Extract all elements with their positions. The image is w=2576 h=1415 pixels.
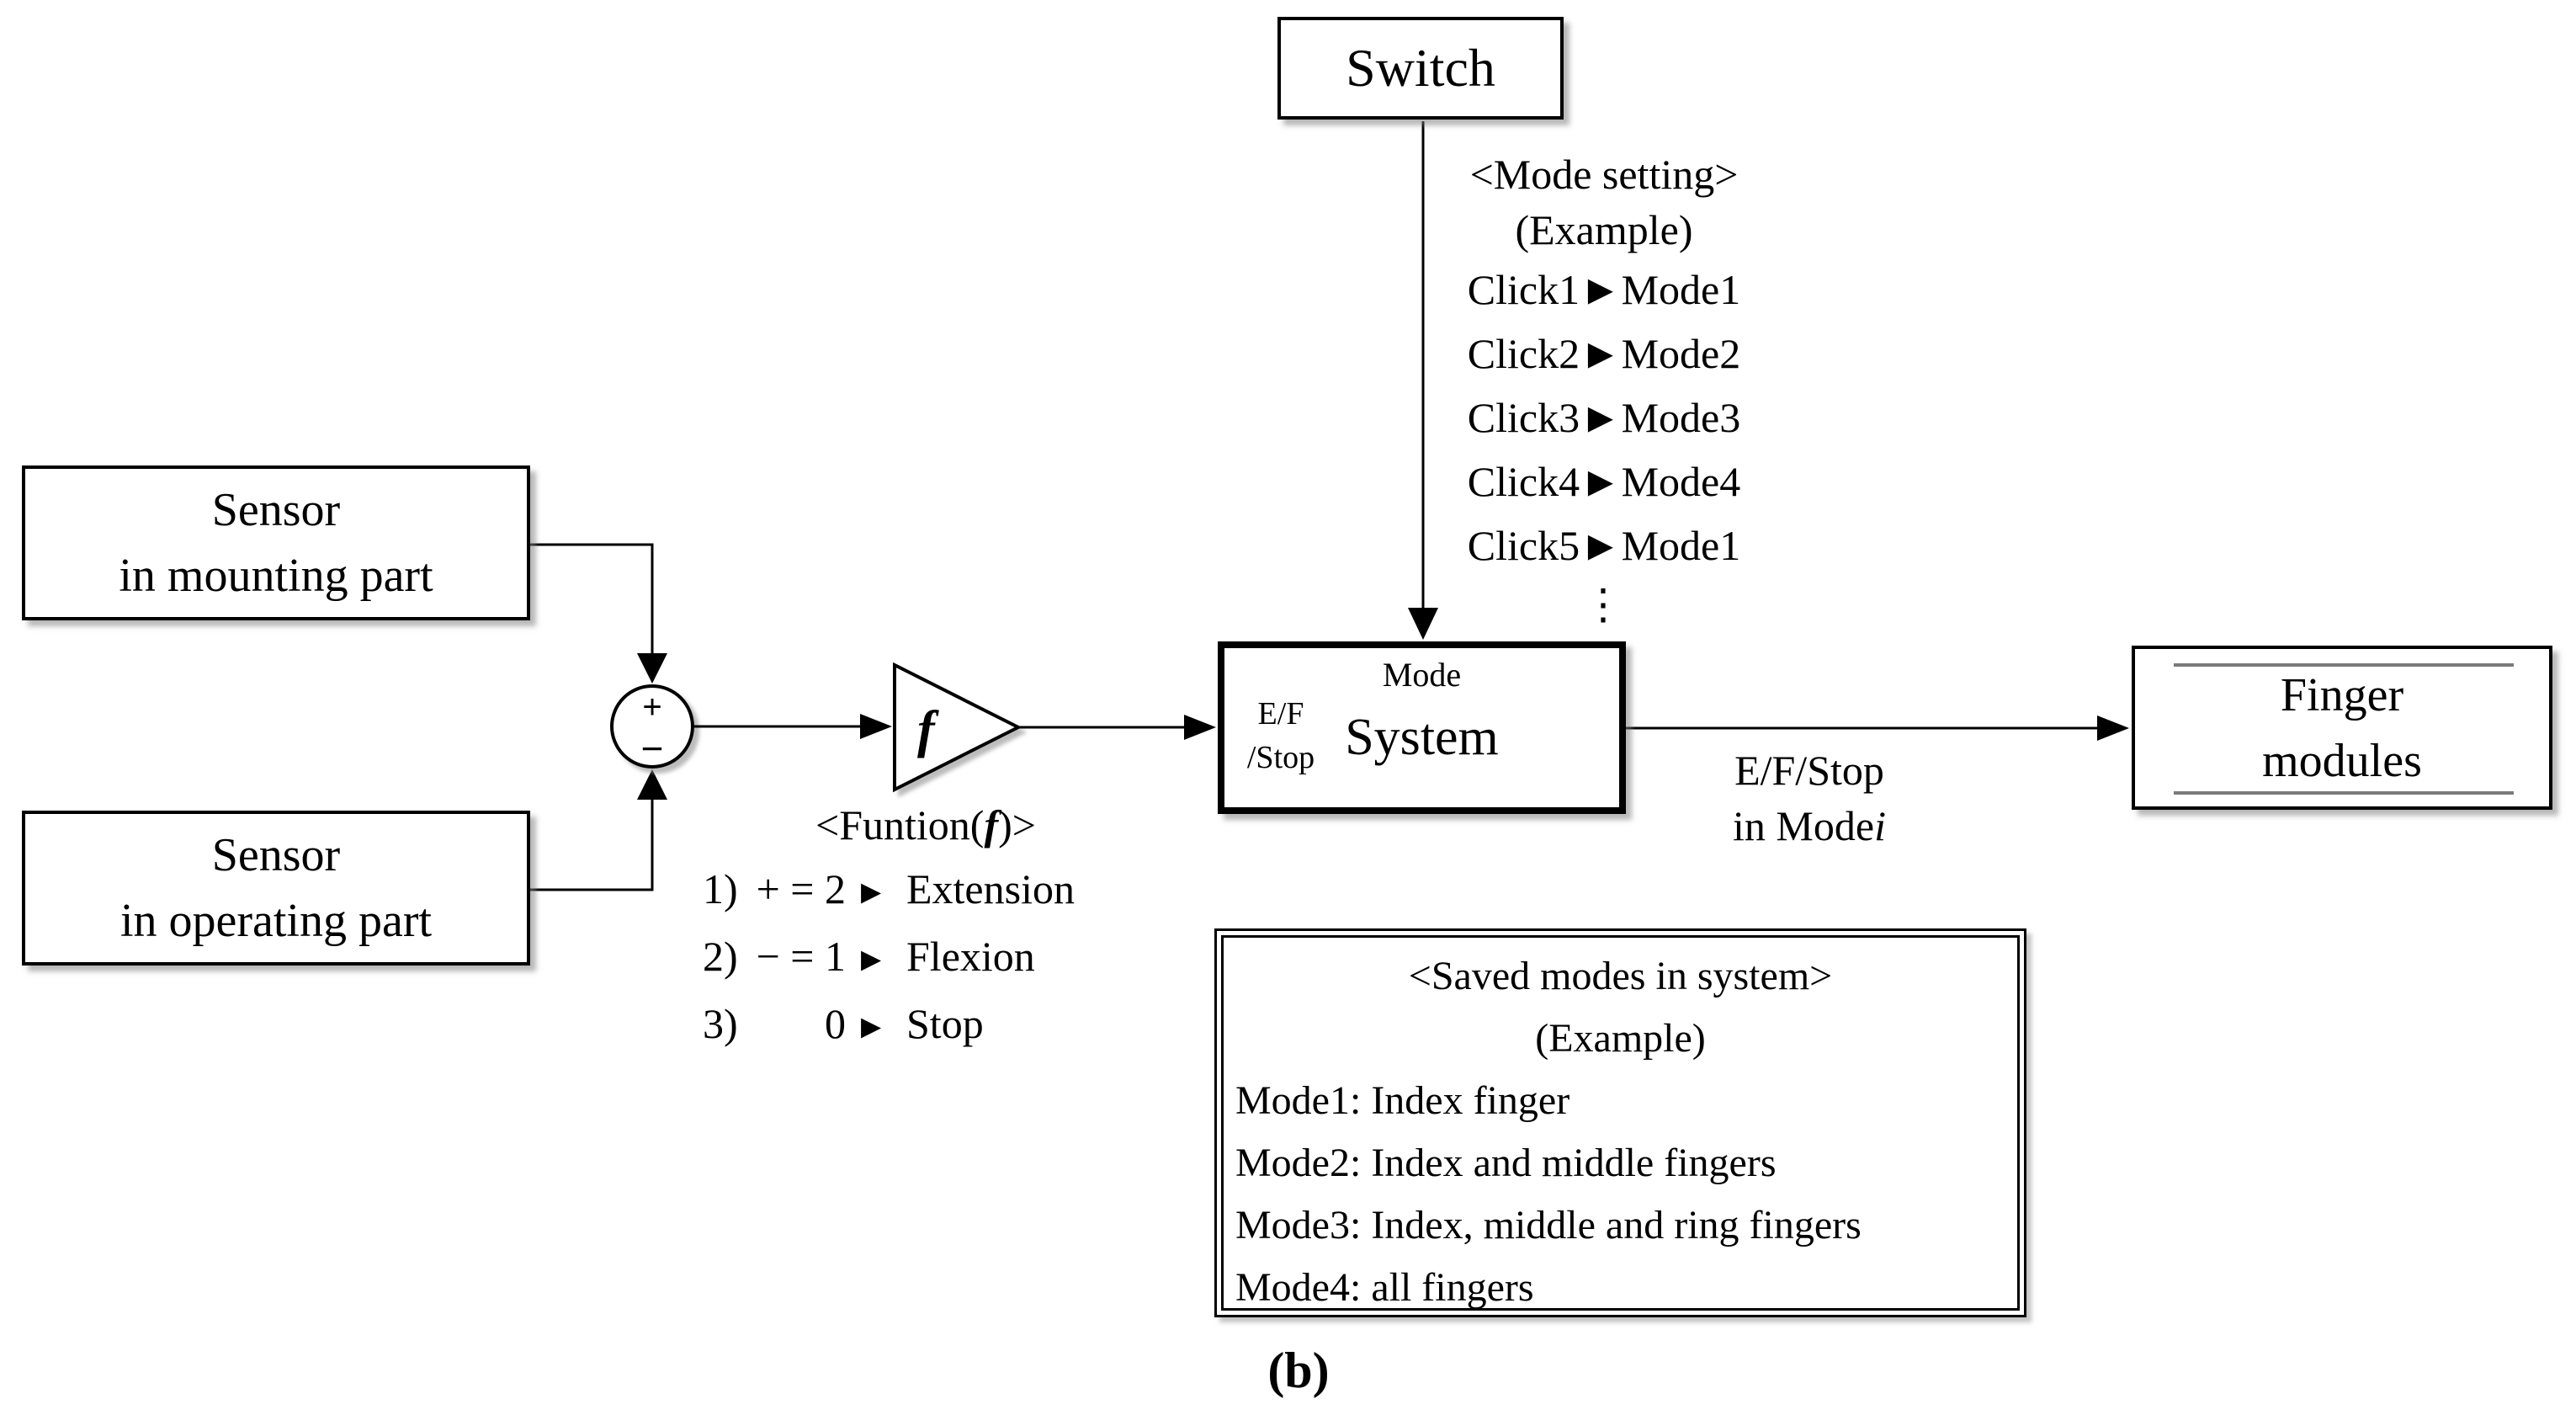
finger-modules-block: Finger modules — [2132, 646, 2552, 810]
mode-setting-item: Click4►Mode4 — [1467, 458, 1741, 505]
function-rule-result: Stop — [906, 1000, 984, 1047]
function-title-suffix: )> — [998, 801, 1036, 848]
function-rule-row: 3) 0 ► Stop — [703, 992, 1075, 1059]
function-rule-arrow-icon: ► — [854, 940, 888, 978]
finger-modules-bottom-rule — [2174, 791, 2514, 795]
sensor-operating-label-line2: in operating part — [120, 895, 433, 947]
saved-mode-item: Mode2: Index and middle fingers — [1235, 1141, 1777, 1185]
sensor-operating-block: Sensor in operating part — [22, 811, 530, 965]
saved-modes-panel-inner: <Saved modes in system> (Example) Mode1:… — [1221, 935, 2020, 1311]
function-rule-arrow-icon: ► — [854, 873, 888, 911]
gain-label: f — [917, 701, 935, 758]
saved-modes-panel: <Saved modes in system> (Example) Mode1:… — [1214, 928, 2026, 1317]
finger-modules-label-line1: Finger — [2280, 668, 2404, 721]
system-label: System — [1345, 709, 1499, 766]
sensor-mounting-block: Sensor in mounting part — [22, 465, 530, 620]
system-port-efstop-label: E/F /Stop — [1235, 692, 1327, 779]
gain-input-arrowhead — [860, 714, 892, 739]
function-rule-num: 3) — [703, 1000, 738, 1047]
finger-modules-label-line2: modules — [2262, 734, 2422, 787]
saved-mode-item: Mode3: Index, middle and ring fingers — [1235, 1203, 1862, 1247]
switch-block: Switch — [1277, 17, 1564, 120]
mode-setting-title: <Mode setting> — [1469, 151, 1739, 198]
function-rule-row: 2) − = 1 ► Flexion — [703, 924, 1075, 992]
mode-setting-subtitle: (Example) — [1515, 206, 1693, 253]
gain-triangle — [893, 662, 1022, 793]
sum-plus-sign: + — [642, 689, 662, 726]
sensor-operating-label-line1: Sensor — [211, 829, 341, 881]
mounting-sensor-connector — [530, 543, 654, 657]
output-wire-label: E/F/Stop in Modei — [1733, 742, 1886, 854]
operating-sensor-connector — [530, 796, 654, 891]
function-rule-result: Extension — [906, 865, 1075, 912]
function-annotation-title: <Funtion(f)> — [815, 801, 1036, 848]
function-rule-expr: − = 1 — [756, 933, 846, 980]
switch-to-system-arrowhead — [1408, 608, 1438, 640]
output-label-mode-index: i — [1874, 802, 1886, 849]
finger-modules-input-arrowhead — [2097, 715, 2129, 741]
function-rule-result: Flexion — [906, 933, 1035, 980]
mode-setting-item: Click5►Mode1 — [1467, 522, 1741, 569]
system-input-arrowhead — [1184, 715, 1216, 740]
sensor-mounting-label-line2: in mounting part — [119, 550, 433, 602]
mode-setting-item: Click2►Mode2 — [1467, 330, 1741, 377]
system-port-ef-line: E/F — [1257, 696, 1304, 731]
output-label-line1: E/F/Stop — [1734, 747, 1884, 794]
function-rule-expr: + = 2 — [756, 865, 846, 912]
system-block: Mode E/F /Stop System — [1218, 641, 1626, 814]
mounting-sensor-arrowhead — [637, 653, 667, 684]
system-port-stop-line: /Stop — [1246, 740, 1315, 775]
function-rule-row: 1) + = 2 ► Extension — [703, 857, 1075, 924]
saved-mode-item: Mode1: Index finger — [1235, 1078, 1570, 1123]
saved-mode-item: Mode4: all fingers — [1235, 1265, 1534, 1310]
finger-modules-top-rule — [2174, 663, 2514, 667]
function-rule-num: 2) — [703, 933, 738, 980]
saved-modes-subtitle: (Example) — [1535, 1016, 1706, 1061]
function-annotation-list: 1) + = 2 ► Extension 2) − = 1 ► Flexion … — [703, 857, 1075, 1059]
switch-label: Switch — [1346, 38, 1495, 98]
vertical-ellipsis: ⋮ — [1582, 581, 1626, 628]
function-title-prefix: <Funtion( — [815, 801, 985, 848]
saved-modes-title: <Saved modes in system> — [1408, 954, 1833, 998]
function-title-f: f — [984, 801, 999, 848]
output-label-line2: in Modei — [1733, 798, 1886, 854]
function-rule-num: 1) — [703, 865, 738, 912]
function-rule-expr: 0 — [825, 1000, 846, 1047]
system-port-mode-label: Mode — [1382, 656, 1462, 694]
mode-setting-item: Click1►Mode1 — [1467, 266, 1741, 313]
figure-caption: (b) — [1267, 1343, 1330, 1398]
function-rule-arrow-icon: ► — [854, 1008, 888, 1045]
mode-setting-item: Click3►Mode3 — [1467, 394, 1741, 441]
mode-setting-annotation: <Mode setting> (Example) Click1►Mode1 Cl… — [1468, 146, 1740, 631]
sensor-mounting-label-line1: Sensor — [211, 484, 341, 536]
sum-minus-sign: − — [640, 726, 664, 770]
output-label-line2-prefix: in Mode — [1733, 802, 1875, 849]
operating-sensor-arrowhead — [637, 769, 667, 800]
